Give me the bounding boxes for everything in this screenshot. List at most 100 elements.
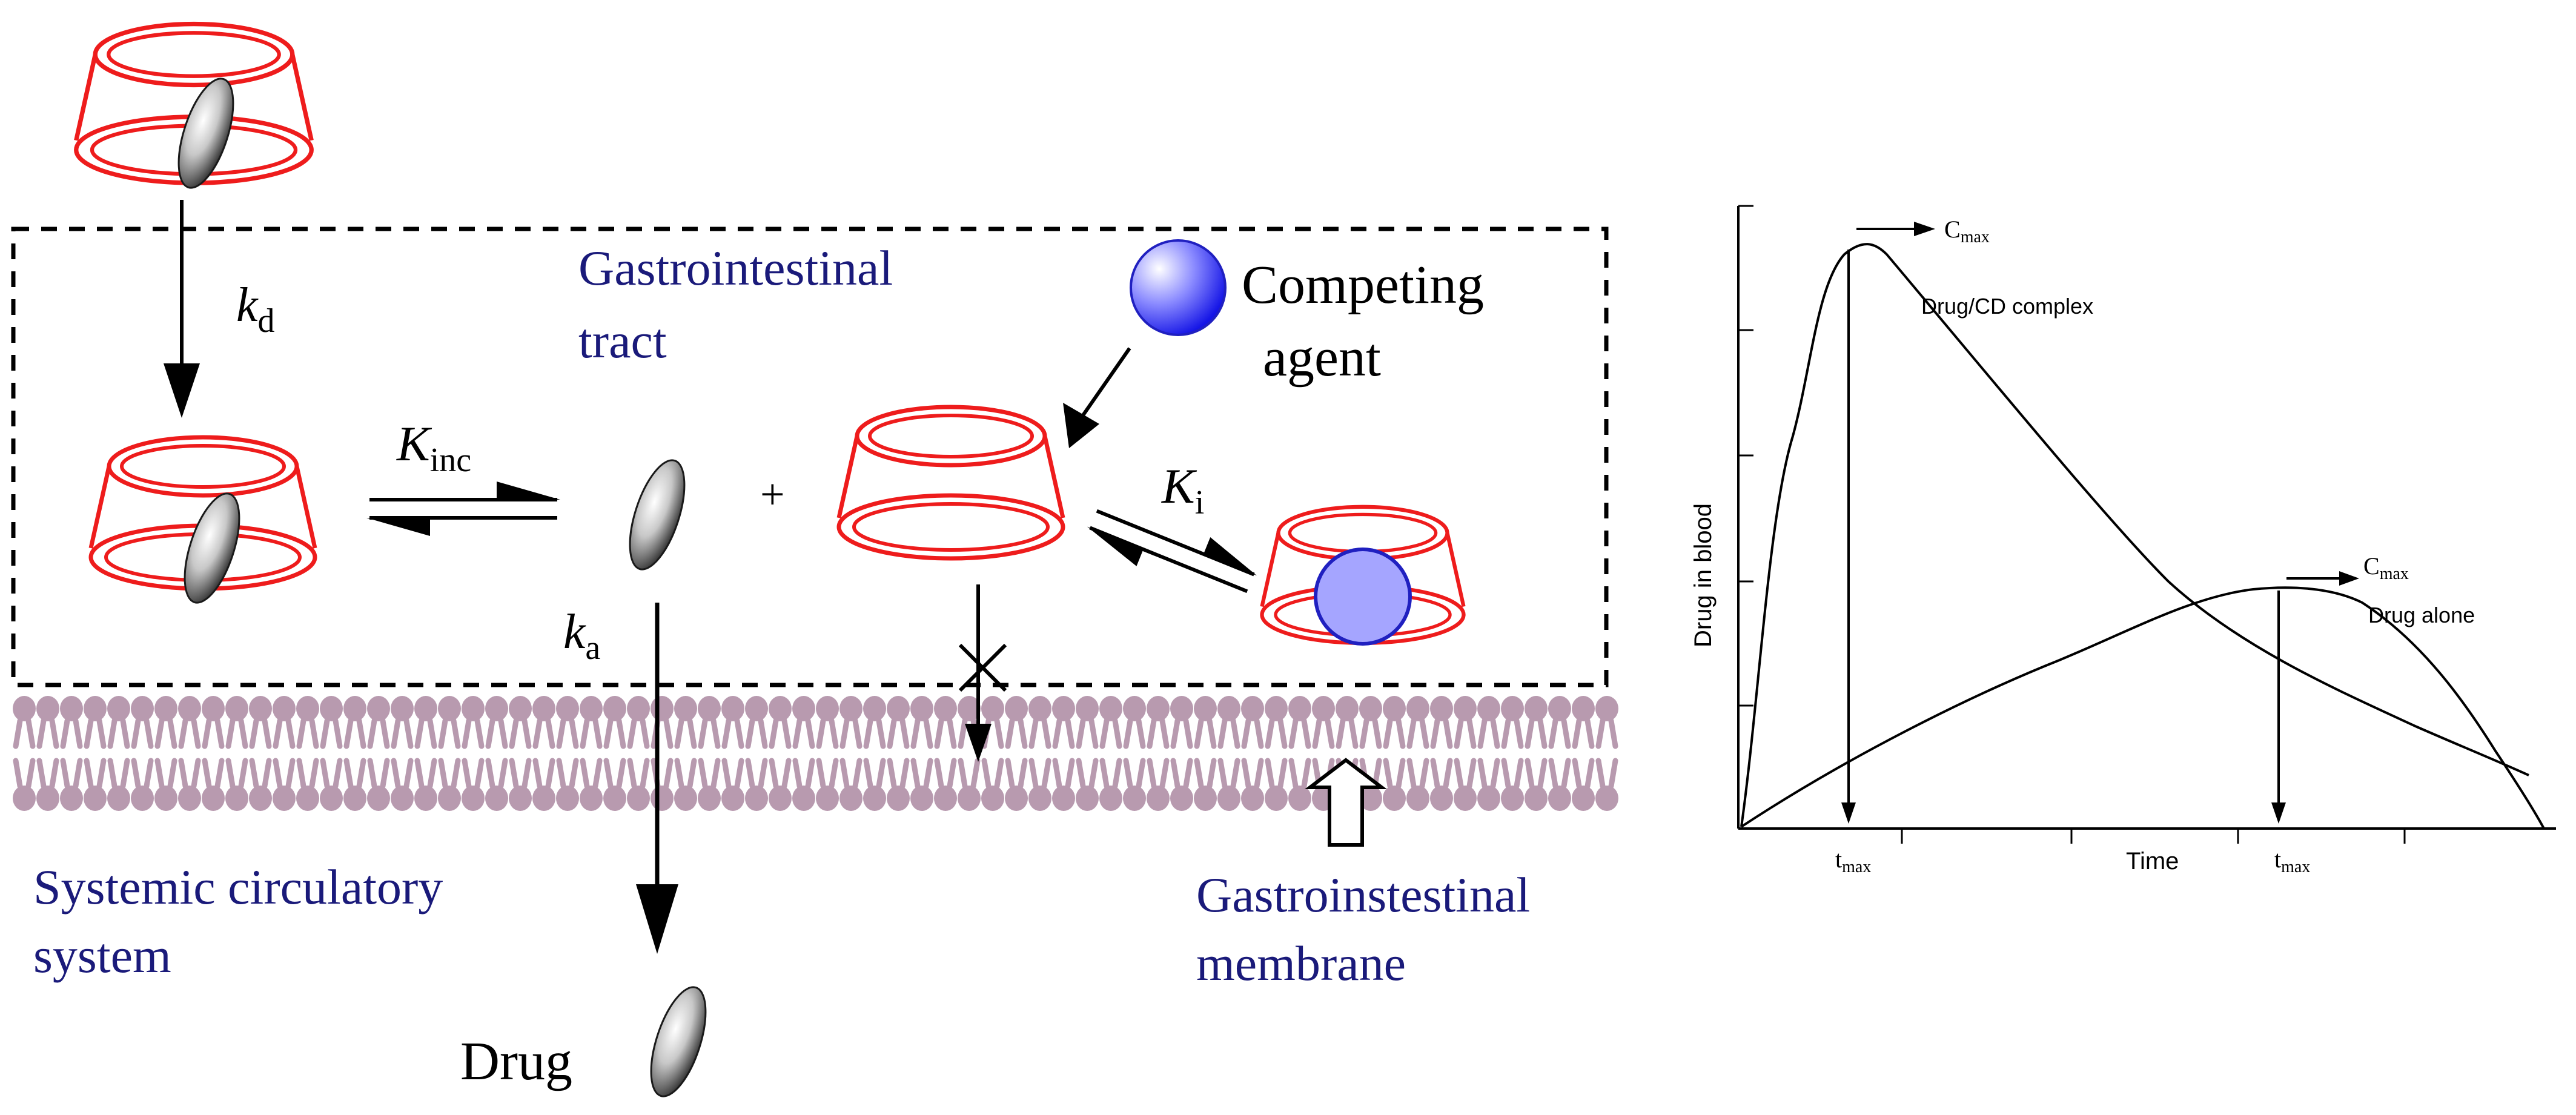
gi-tract-label-2: tract (578, 313, 667, 368)
lipid-head-bottom (1147, 786, 1170, 811)
lipid-head-top (580, 696, 603, 721)
lipid-tail (934, 718, 957, 749)
lipid-head-top (1217, 696, 1240, 721)
lipid-tail (1028, 758, 1051, 789)
lipid-head-top (887, 696, 910, 721)
lipid-head-bottom (674, 786, 697, 811)
lipid-tail (981, 758, 1004, 789)
lipid-tail (1005, 758, 1028, 789)
lipid-tail (84, 758, 107, 789)
lipid-head-top (343, 696, 366, 721)
lipid-tail (1525, 718, 1548, 749)
lipid-head-bottom (273, 786, 296, 811)
kinc-equilibrium-arrows (366, 481, 560, 536)
competing-agent-label-1: Competing (1242, 255, 1484, 315)
lipid-head-bottom (1359, 786, 1382, 811)
lipid-head-top (1147, 696, 1170, 721)
lipid-tail (1099, 718, 1122, 749)
lipid-head-bottom (532, 786, 555, 811)
lipid-head-bottom (1052, 786, 1075, 811)
lipid-head-top (556, 696, 579, 721)
lipid-tail (273, 718, 296, 749)
competing-agent-ball (1130, 239, 1227, 336)
lipid-head-top (84, 696, 107, 721)
lipid-head-bottom (202, 786, 225, 811)
lipid-head-bottom (178, 786, 201, 811)
lipid-head-top (745, 696, 768, 721)
lipid-head-top (863, 696, 886, 721)
lipid-head-top (839, 696, 863, 721)
lipid-tail (627, 758, 650, 789)
lipid-head-bottom (1005, 786, 1028, 811)
lipid-head-top (721, 696, 744, 721)
lipid-tail (1572, 758, 1595, 789)
lipid-head-top (1430, 696, 1453, 721)
lipid-head-bottom (1501, 786, 1524, 811)
lipid-head-top (131, 696, 154, 721)
lipid-head-top (1099, 696, 1122, 721)
lipid-head-bottom (485, 786, 508, 811)
y-ticks (1738, 205, 1753, 707)
lipid-head-bottom (107, 786, 130, 811)
lipid-tail (202, 758, 225, 789)
lipid-head-bottom (603, 786, 626, 811)
cmax-alone-label: Cmax (2363, 552, 2409, 583)
lipid-tail (532, 758, 555, 789)
lipid-tail (1501, 718, 1524, 749)
lipid-head-top (1123, 696, 1146, 721)
free-drug (618, 452, 697, 577)
lipid-head-top (1241, 696, 1264, 721)
lipid-tail (1430, 758, 1453, 789)
lipid-head-top (1501, 696, 1524, 721)
lipid-head-top (13, 696, 36, 721)
lipid-head-top (981, 696, 1004, 721)
lipid-head-top (1170, 696, 1193, 721)
legend-drug-alone: Drug alone (2368, 603, 2475, 627)
lipid-head-bottom (225, 786, 248, 811)
lipid-tail (887, 758, 910, 789)
pk-chart: Cmax Cmax Drug/CD complex Drug alone tma… (1690, 205, 2556, 876)
lipid-head-top (1336, 696, 1359, 721)
lipid-tail (509, 718, 532, 749)
lipid-head-top (1288, 696, 1311, 721)
competing-arrow (1079, 347, 1131, 419)
lipid-head-bottom (1028, 786, 1051, 811)
lipid-head-bottom (1477, 786, 1500, 811)
lipid-tail (769, 718, 792, 749)
lipid-tail (485, 718, 508, 749)
lipid-head-top (910, 696, 933, 721)
lipid-tail (1406, 758, 1429, 789)
lipid-tail (958, 758, 981, 789)
lipid-tail (178, 718, 201, 749)
lipid-tail (556, 758, 579, 789)
lipid-head-bottom (60, 786, 83, 811)
lipid-tail (1123, 758, 1146, 789)
lipid-tail (1501, 758, 1524, 789)
lipid-head-top (674, 696, 697, 721)
lipid-tail (792, 758, 815, 789)
lipid-tail (1288, 718, 1311, 749)
lipid-head-bottom (627, 786, 650, 811)
lipid-head-bottom (1525, 786, 1548, 811)
lipid-head-bottom (1383, 786, 1406, 811)
lipid-head-bottom (249, 786, 272, 811)
lipid-tail (1217, 718, 1240, 749)
lipid-tail (296, 758, 319, 789)
lipid-head-top (438, 696, 461, 721)
lipid-tail (556, 718, 579, 749)
lipid-tail (1028, 718, 1051, 749)
lipid-tail (1217, 758, 1240, 789)
lipid-tail (1359, 718, 1382, 749)
lipid-tail (1147, 718, 1170, 749)
lipid-tail (1170, 718, 1193, 749)
lipid-tail (887, 718, 910, 749)
lipid-tail (1288, 758, 1311, 789)
gi-tract-label-1: Gastrointestinal (578, 240, 893, 296)
lipid-tail (532, 718, 555, 749)
lipid-tail (1265, 718, 1288, 749)
lipid-tail (1241, 758, 1264, 789)
lipid-head-top (1028, 696, 1051, 721)
lipid-tail (131, 758, 154, 789)
lipid-head-bottom (580, 786, 603, 811)
